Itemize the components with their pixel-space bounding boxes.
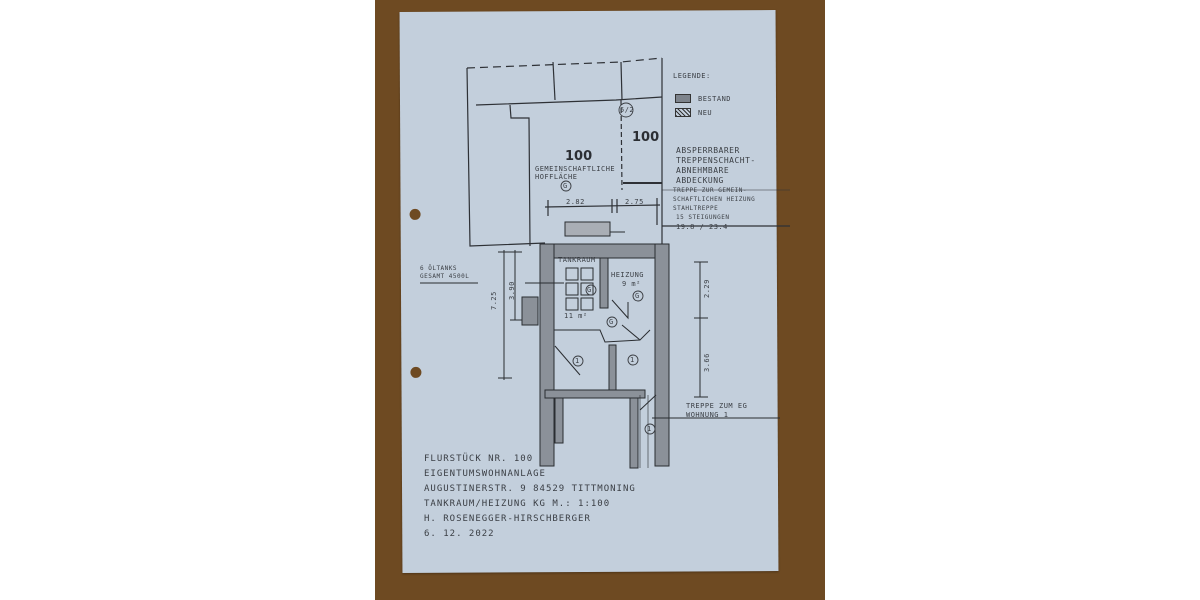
right-parcel-number: 100 [632,130,660,145]
dim-left-upper: 3.90 [508,281,516,300]
right-parcel-marker: 5/2 [620,106,635,114]
legend-swatch-existing [675,94,691,103]
room-tankraum-area: 11 m² [564,312,588,320]
title-date: 6. 12. 2022 [424,529,495,539]
room-stair-marker: 1 [647,425,652,433]
room-heizung-marker: G [635,292,640,300]
room-heizung-name: HEIZUNG [611,271,645,279]
legend-item-existing: BESTAND [698,95,732,103]
stair-note-line2: SCHAFTLICHEN HEIZUNG [673,196,756,203]
legend-item-new: NEU [698,109,713,117]
legend-title: LEGENDE: [673,72,711,80]
stair-cover-line4: ABDECKUNG [676,176,724,185]
title-address: AUGUSTINERSTR. 9 84529 TITTMONING [424,484,636,494]
stair-note-line5: 19.8 / 23.4 [676,223,728,231]
dim-right-upper: 2.29 [703,279,711,298]
stair-cover-line3: ABNEHMBARE [676,166,730,175]
room-tankraum-marker: G [587,286,592,294]
dim-left-total: 7.25 [490,291,498,310]
title-block: FLURSTÜCK NR. 100 EIGENTUMSWOHNANLAGE AU… [424,452,636,542]
stair-apartment-line1: TREPPE ZUM EG [686,402,748,410]
stair-cover-line2: TREPPENSCHACHT- [676,156,756,165]
room-tankraum-name: TANKRAUM [558,256,596,264]
dim-courtyard-left: 2.82 [566,198,585,206]
room-hall-marker: G [609,318,614,326]
title-drawing: TANKRAUM/HEIZUNG KG M.: 1:100 [424,499,611,509]
stair-cover-line1: ABSPERRBARER [676,146,740,155]
room-right-marker: 1 [630,356,635,364]
oil-tanks-line2: GESAMT 4500L [420,273,470,280]
stair-note-line3: STAHLTREPPE [673,205,719,212]
room-left-marker: 1 [575,357,580,365]
oil-tanks-line1: 6 ÖLTANKS [420,265,458,272]
dim-courtyard-right: 2.75 [625,198,644,206]
title-parcel: FLURSTÜCK NR. 100 [424,454,534,464]
stair-note-line1: TREPPE ZUR GEMEIN- [673,187,748,194]
title-author: H. ROSENEGGER-HIRSCHBERGER [424,514,591,524]
room-heizung-area: 9 m² [622,280,641,288]
dim-right-lower: 3.66 [703,353,711,372]
stair-note-line4: 15 STEIGUNGEN [676,214,730,221]
courtyard-parcel-number: 100 [565,149,593,164]
stair-apartment-line2: WOHNUNG 1 [686,411,729,419]
courtyard-label-line1: GEMEINSCHAFTLICHE [535,165,616,173]
courtyard-label-line2: HOFFLÄCHE [535,173,578,181]
courtyard-marker: G [563,182,568,190]
legend-swatch-new [675,108,691,117]
title-project: EIGENTUMSWOHNANLAGE [424,469,546,479]
